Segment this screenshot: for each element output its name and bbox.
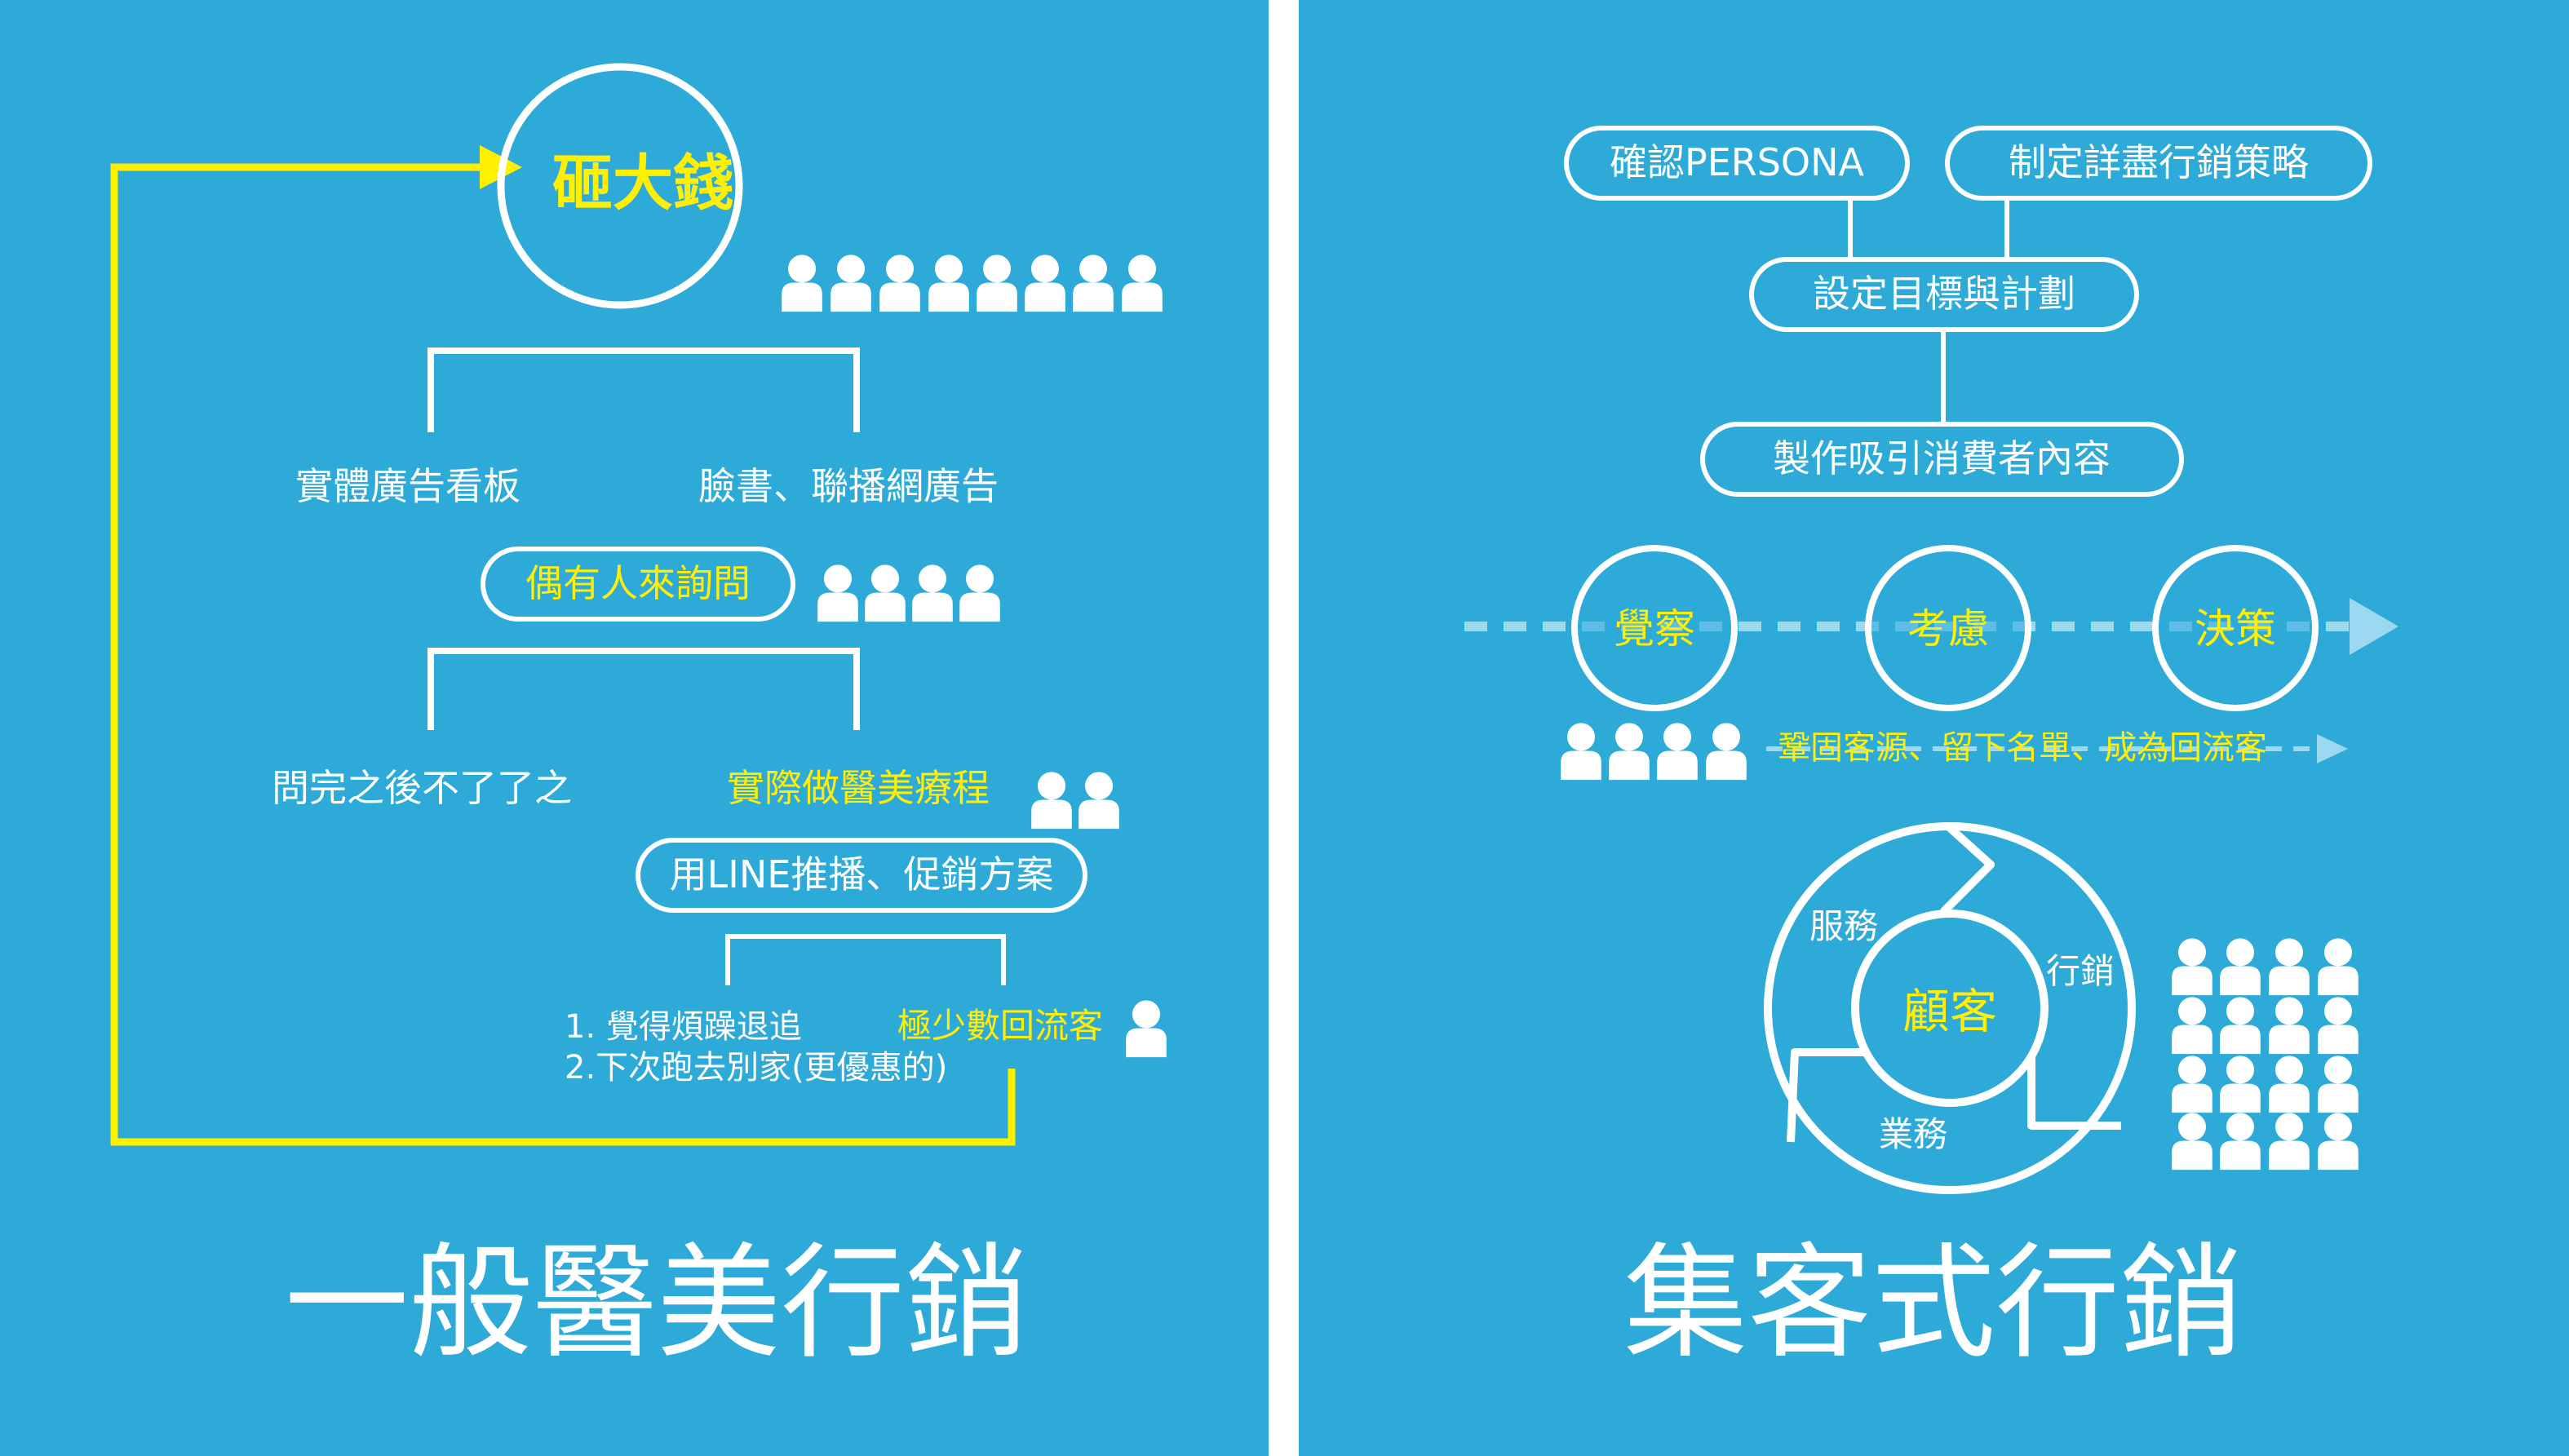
stage-awareness: 覺察: [1571, 545, 1738, 711]
person-icon: [1657, 723, 1698, 781]
cycle-center-label: 顧客: [1902, 984, 1997, 1039]
few-returning-label: 極少數回流客: [897, 1006, 1103, 1046]
audience-large-icons: [782, 254, 1163, 312]
retention-arrow: [1766, 734, 2348, 763]
line-push-label: 用LINE推播、促銷方案: [670, 852, 1054, 896]
person-icon: [2172, 1055, 2212, 1113]
persona-pill: [1564, 126, 1910, 201]
person-icon: [1126, 1000, 1167, 1058]
retention-people-icons: [1561, 723, 1747, 781]
person-icon: [2318, 1055, 2359, 1113]
inquiry-label: 偶有人來詢問: [525, 561, 751, 605]
person-icon: [2269, 1113, 2310, 1171]
person-icon: [912, 564, 953, 622]
person-icon: [2318, 997, 2359, 1055]
stage-label: 覺察: [1614, 605, 1695, 653]
person-icon: [2220, 938, 2261, 996]
channel-bracket: [427, 347, 860, 432]
customer-cycle: [1764, 822, 2136, 1194]
person-icon: [2269, 938, 2310, 996]
person-icon: [1031, 772, 1072, 830]
person-icon: [879, 254, 920, 312]
stage-label: 決策: [2195, 605, 2276, 653]
person-icon: [2220, 997, 2261, 1055]
arrow-right-icon: [2317, 734, 2348, 763]
person-icon: [1609, 723, 1650, 781]
content-pill: [1700, 422, 2184, 497]
person-icon: [1706, 723, 1747, 781]
person-icon: [1079, 772, 1119, 830]
cycle-arrow-icon: [1940, 823, 1995, 915]
inquiry-pill: [481, 547, 795, 622]
person-icon: [2172, 938, 2212, 996]
person-icon: [865, 564, 906, 622]
cycle-sales-label: 業務: [1879, 1114, 1947, 1154]
spend-money-circle: [497, 63, 743, 309]
person-icon: [1073, 254, 1114, 312]
cycle-service-label: 服務: [1809, 906, 1878, 946]
billboard-label: 實體廣告看板: [295, 464, 520, 508]
feedback-loop-arrow: [110, 145, 1016, 1146]
after-asking-label: 問完之後不了了之: [272, 766, 572, 810]
cycle-marketing-label: 行銷: [2046, 951, 2115, 991]
strategy-label: 制定詳盡行銷策略: [2009, 140, 2309, 184]
arrow-right-icon: [2350, 598, 2398, 655]
general-marketing-panel: [0, 0, 1269, 1456]
retention-label: 鞏固客源、留下名單、成為回流客: [1778, 729, 2267, 767]
left-panel-title: 一般醫美行銷: [285, 1231, 1029, 1375]
person-icon: [2269, 997, 2310, 1055]
audience-small-icons: [1031, 772, 1119, 830]
person-icon: [959, 564, 1000, 622]
person-icon: [2220, 1113, 2261, 1171]
goals-label: 設定目標與計劃: [1813, 272, 2075, 316]
person-icon: [977, 254, 1017, 312]
planning-connectors: [1848, 198, 2009, 424]
inbound-marketing-panel: [1299, 0, 2569, 1456]
cycle-arrow-icon: [2027, 1057, 2121, 1130]
reason-2-label: 2.下次跑去別家(更優惠的): [565, 1049, 947, 1086]
actual-treatment-label: 實際做醫美療程: [727, 766, 990, 810]
person-icon: [2269, 1055, 2310, 1113]
person-icon: [817, 564, 858, 622]
facebook-ads-label: 臉書、聯播網廣告: [698, 464, 999, 508]
line-push-pill: [636, 838, 1087, 913]
person-icon: [1122, 254, 1163, 312]
content-label: 製作吸引消費者內容: [1773, 436, 2111, 480]
person-icon: [1561, 723, 1601, 781]
person-icon: [2318, 1113, 2359, 1171]
person-icon: [2172, 1113, 2212, 1171]
person-icon: [2220, 1055, 2261, 1113]
audience-medium-icons: [817, 564, 1000, 622]
strategy-pill: [1945, 126, 2372, 201]
person-icon: [928, 254, 969, 312]
reason-1-label: 1. 覺得煩躁退追: [565, 1008, 802, 1046]
outcome-bracket: [427, 648, 860, 730]
person-icon: [2318, 938, 2359, 996]
customer-people-grid: [2172, 938, 2359, 1171]
right-panel-title: 集客式行銷: [1623, 1231, 2243, 1375]
person-icon: [1025, 254, 1065, 312]
persona-label: 確認PERSONA: [1610, 140, 1865, 184]
person-icon: [782, 254, 822, 312]
cycle-arrow-icon: [1787, 1048, 1868, 1143]
stage-decision: 決策: [2152, 545, 2319, 711]
stage-label: 考慮: [1907, 605, 1989, 653]
goals-pill: [1749, 257, 2139, 332]
result-bracket: [725, 934, 1006, 985]
stage-consideration: 考慮: [1865, 545, 2031, 711]
person-icon: [2172, 997, 2212, 1055]
spend-money-label: 砸大錢: [552, 148, 733, 219]
person-icon: [830, 254, 871, 312]
